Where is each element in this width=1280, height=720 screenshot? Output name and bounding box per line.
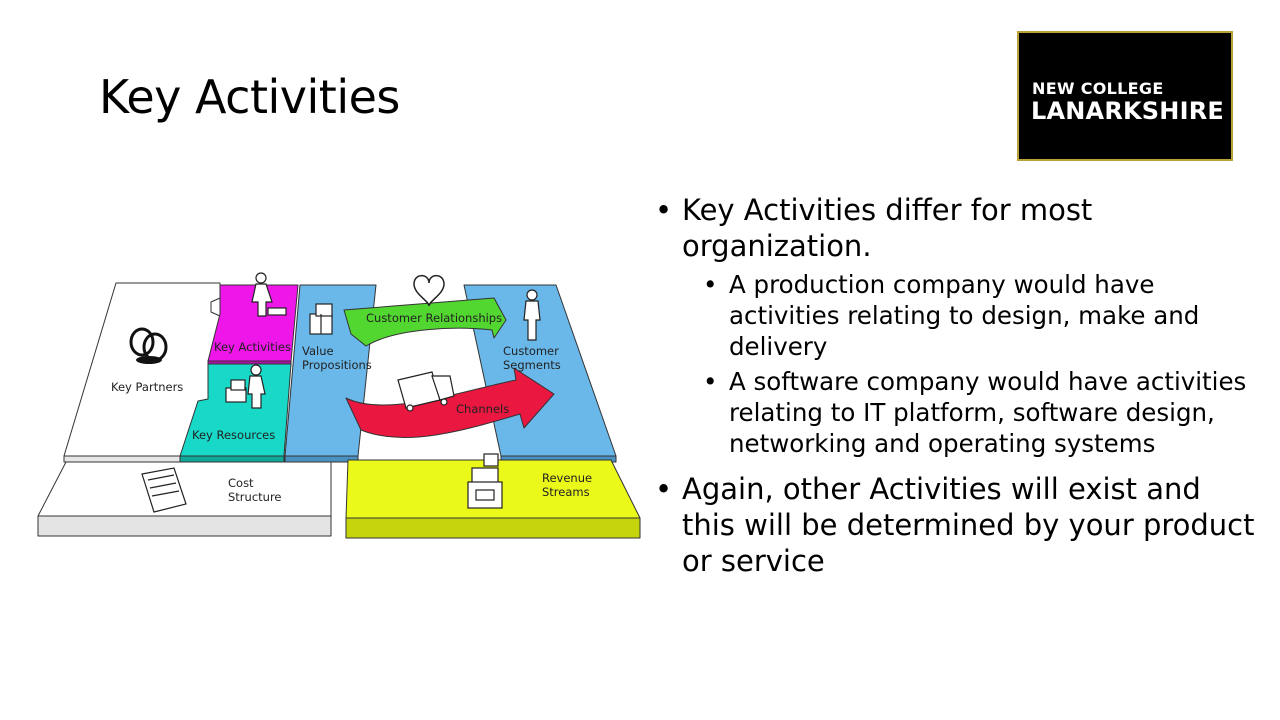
bullet-list: • Key Activities differ for most organiz… <box>655 192 1255 579</box>
bullet-item-1: • Key Activities differ for most organiz… <box>655 192 1255 264</box>
worker-icon <box>251 272 287 317</box>
slide-title: Key Activities <box>99 70 400 124</box>
value-propositions-label-1: Value <box>302 344 334 358</box>
customer-segments-label-1: Customer <box>503 344 559 358</box>
sub-bullet-item-2: • A software company would have activiti… <box>703 366 1255 459</box>
sub-bullet-text: A software company would have activities… <box>729 367 1247 458</box>
bullet-dot: • <box>655 472 673 506</box>
gift-box-icon <box>309 303 333 335</box>
value-propositions-label-2: Propositions <box>302 358 372 372</box>
key-resources-label: Key Resources <box>192 428 276 442</box>
sub-bullet-text: A production company would have activiti… <box>729 270 1200 361</box>
cost-structure-label-1: Cost <box>228 476 254 490</box>
person-cart-icon <box>225 364 266 409</box>
bullet-dot: • <box>655 193 673 227</box>
invoice-icon <box>141 467 187 513</box>
channels-arrow <box>345 367 555 438</box>
heart-icon <box>413 274 445 307</box>
revenue-streams-label-1: Revenue <box>542 471 593 485</box>
bullet-dot: • <box>703 367 718 396</box>
bullet-text: Again, other Activities will exist and t… <box>682 472 1255 578</box>
bullet-dot: • <box>703 270 718 299</box>
truck-icon <box>397 371 455 412</box>
key-activities-label: Key Activities <box>214 340 291 354</box>
revenue-streams-label-2: Streams <box>542 485 590 499</box>
logo-line-1: NEW COLLEGE <box>1032 79 1164 98</box>
canvas-drawing <box>37 272 641 539</box>
cost-structure-block <box>37 461 332 517</box>
college-logo: NEW COLLEGE LANARKSHIRE <box>1017 31 1233 161</box>
customer-relationships-arrow <box>343 297 507 347</box>
cash-register-icon <box>467 453 503 509</box>
key-partners-label: Key Partners <box>111 380 184 394</box>
channels-label: Channels <box>456 402 510 416</box>
customer-person-icon <box>523 289 541 341</box>
business-model-canvas: Key Partners Key Activities Key Resource… <box>36 268 644 543</box>
sub-bullet-item-1: • A production company would have activi… <box>703 269 1255 362</box>
bullet-item-2: • Again, other Activities will exist and… <box>655 471 1255 579</box>
bullet-text: Key Activities differ for most organizat… <box>682 193 1093 263</box>
customer-relationships-label: Customer Relationships <box>366 311 503 325</box>
customer-segments-label-2: Segments <box>503 358 561 372</box>
rings-icon <box>129 327 168 364</box>
cost-structure-label-2: Structure <box>228 490 282 504</box>
logo-line-2: LANARKSHIRE <box>1031 97 1224 125</box>
